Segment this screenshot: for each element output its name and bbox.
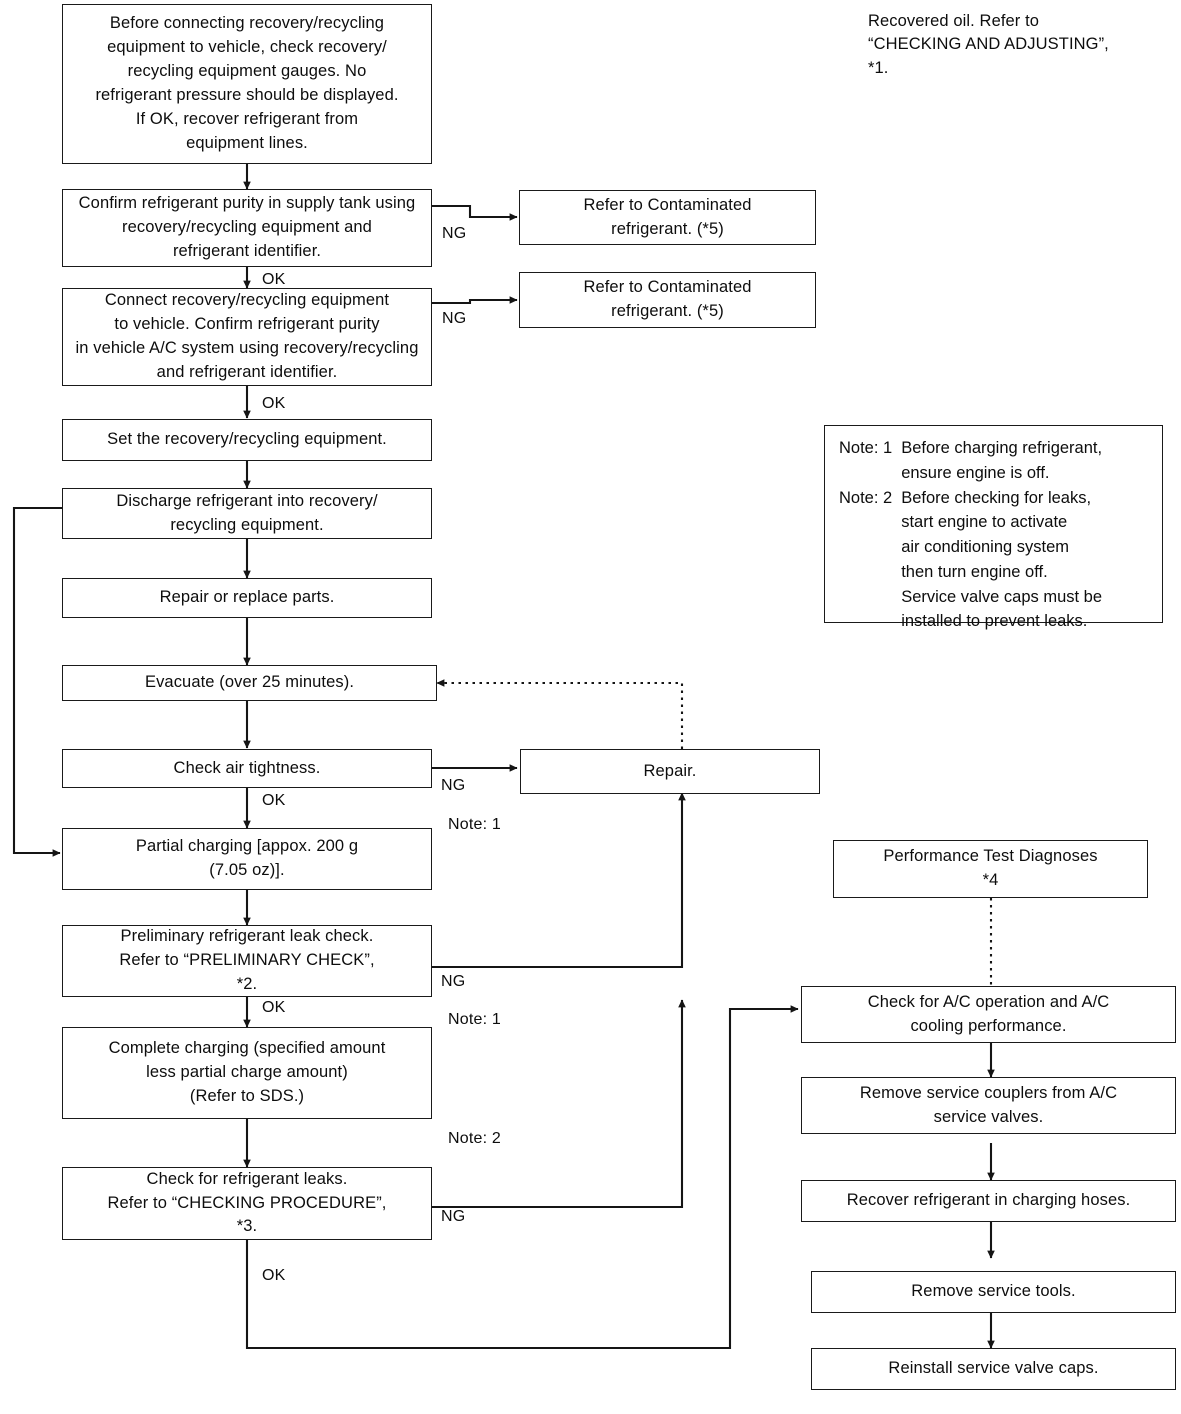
node-check-refrigerant-leaks[interactable]: Check for refrigerant leaks. Refer to “C… — [62, 1167, 432, 1240]
node-remove-service-couplers[interactable]: Remove service couplers from A/C service… — [801, 1077, 1176, 1134]
node-set-equipment[interactable]: Set the recovery/recycling equipment. — [62, 419, 432, 461]
edge-label-note2-leaks: Note: 2 — [448, 1130, 501, 1147]
node-repair-or-replace-parts[interactable]: Repair or replace parts. — [62, 578, 432, 618]
edge-label-ok-preliminary: OK — [262, 999, 286, 1016]
node-remove-service-tools[interactable]: Remove service tools. — [811, 1271, 1176, 1313]
node-evacuate[interactable]: Evacuate (over 25 minutes). — [62, 665, 437, 701]
note-row-2: Note: 2 Before checking for leaks, start… — [839, 486, 1150, 635]
node-performance-test-diagnoses[interactable]: Performance Test Diagnoses *4 — [833, 840, 1148, 898]
note-tag-2: Note: 2 — [839, 488, 893, 507]
node-connect-confirm-vehicle[interactable]: Connect recovery/recycling equipment to … — [62, 288, 432, 386]
edge-label-ok-leaks: OK — [262, 1267, 286, 1284]
node-contaminated-refrigerant-1[interactable]: Refer to Contaminated refrigerant. (*5) — [519, 190, 816, 245]
node-complete-charging[interactable]: Complete charging (specified amount less… — [62, 1027, 432, 1119]
node-confirm-purity-tank[interactable]: Confirm refrigerant purity in supply tan… — [62, 189, 432, 267]
note-body-1: Before charging refrigerant, ensure engi… — [901, 439, 1103, 482]
edge-label-note1-air-tightness: Note: 1 — [448, 816, 501, 833]
node-check-air-tightness[interactable]: Check air tightness. — [62, 749, 432, 788]
node-partial-charging[interactable]: Partial charging [appox. 200 g (7.05 oz)… — [62, 828, 432, 890]
edge-label-ng-preliminary: NG — [441, 973, 466, 990]
edge-label-ng-purity-tank: NG — [442, 225, 467, 242]
node-contaminated-refrigerant-2[interactable]: Refer to Contaminated refrigerant. (*5) — [519, 272, 816, 328]
edge-label-ok-air-tightness: OK — [262, 792, 286, 809]
note-tag-1: Note: 1 — [839, 439, 893, 457]
node-repair[interactable]: Repair. — [520, 749, 820, 794]
node-check-ac-operation[interactable]: Check for A/C operation and A/C cooling … — [801, 986, 1176, 1043]
node-start-check[interactable]: Before connecting recovery/recycling equ… — [62, 4, 432, 164]
note-body-2: Before checking for leaks, start engine … — [901, 488, 1103, 631]
note-row-1: Note: 1 Before charging refrigerant, ens… — [839, 436, 1150, 486]
edge-label-ng-vehicle-purity: NG — [442, 310, 467, 327]
edge-label-ng-leaks: NG — [441, 1208, 466, 1225]
node-reinstall-service-valve-caps[interactable]: Reinstall service valve caps. — [811, 1348, 1176, 1390]
node-preliminary-leak-check[interactable]: Preliminary refrigerant leak check. Refe… — [62, 925, 432, 997]
edge-label-ok-vehicle-purity: OK — [262, 395, 286, 412]
edge-label-ok-purity-tank: OK — [262, 271, 286, 288]
annotation-recovered-oil: Recovered oil. Refer to “CHECKING AND AD… — [868, 12, 1109, 77]
edge-label-ng-air-tightness: NG — [441, 777, 466, 794]
node-recover-refrigerant-hoses[interactable]: Recover refrigerant in charging hoses. — [801, 1180, 1176, 1222]
edge-label-note1-preliminary: Note: 1 — [448, 1011, 501, 1028]
node-discharge-refrigerant[interactable]: Discharge refrigerant into recovery/ rec… — [62, 488, 432, 539]
notes-box: Note: 1 Before charging refrigerant, ens… — [824, 425, 1163, 630]
